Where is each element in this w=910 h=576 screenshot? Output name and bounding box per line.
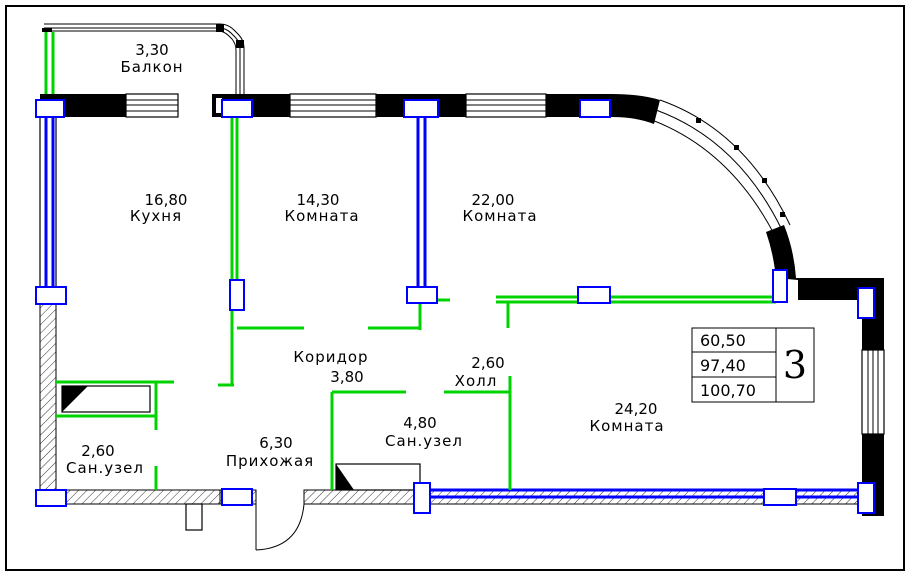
bath2-area: 2,60: [81, 442, 114, 460]
hallway-name: Прихожая: [226, 452, 314, 470]
room-label-room1: 14,30 Комната: [284, 191, 359, 225]
right-wall: [776, 278, 885, 516]
kitchen-area: 16,80: [145, 191, 188, 209]
room-label-bath2: 2,60 Сан.узел: [66, 442, 144, 477]
living-area-value: 60,50: [700, 331, 746, 350]
hallway-area: 6,30: [259, 434, 292, 452]
balcony-left-partition: [44, 32, 55, 100]
bath2-name: Сан.узел: [66, 459, 144, 477]
curved-window-wall: [651, 99, 796, 280]
room2-name: Комната: [462, 207, 537, 225]
room-label-kitchen: 16,80 Кухня: [130, 191, 188, 225]
kitchen-name: Кухня: [130, 207, 182, 225]
hall-name: Холл: [455, 372, 498, 390]
partitions: [56, 117, 776, 490]
apartment-number: 3: [783, 343, 807, 387]
total-area-with-balcony-value: 100,70: [700, 381, 756, 400]
balcony-name: Балкон: [120, 58, 183, 76]
room2-area: 22,00: [472, 191, 515, 209]
corridor-area: 3,80: [330, 368, 363, 386]
top-wall: [40, 93, 660, 124]
drawing-frame: [5, 5, 905, 571]
corridor-name: Коридор: [293, 348, 368, 366]
vent-shaft-bath: [335, 463, 421, 491]
room-label-balcony: 3,30 Балкон: [120, 41, 183, 76]
bath1-area: 4,80: [403, 414, 436, 432]
room-label-corridor: Коридор 3,80: [293, 348, 368, 386]
room3-name: Комната: [589, 417, 664, 435]
room-label-bath1: 4,80 Сан.узел: [385, 414, 463, 450]
room-label-room3: 24,20 Комната: [589, 400, 664, 435]
vent-shaft-left: [61, 385, 151, 413]
hall-area: 2,60: [471, 354, 504, 372]
room-label-hall: 2,60 Холл: [455, 354, 505, 390]
total-area-value: 97,40: [700, 356, 746, 375]
room3-area: 24,20: [615, 400, 658, 418]
bath1-name: Сан.узел: [385, 432, 463, 450]
room-label-hallway: 6,30 Прихожая: [226, 434, 314, 470]
balcony-railing: [42, 23, 245, 94]
room1-area: 14,30: [297, 191, 340, 209]
room1-name: Комната: [284, 207, 359, 225]
area-summary-table: 60,50 97,40 100,70 3: [691, 327, 815, 403]
entrance-door: [255, 503, 305, 551]
columns: [35, 99, 875, 514]
balcony-area: 3,30: [135, 41, 168, 59]
room-label-room2: 22,00 Комната: [462, 191, 537, 225]
